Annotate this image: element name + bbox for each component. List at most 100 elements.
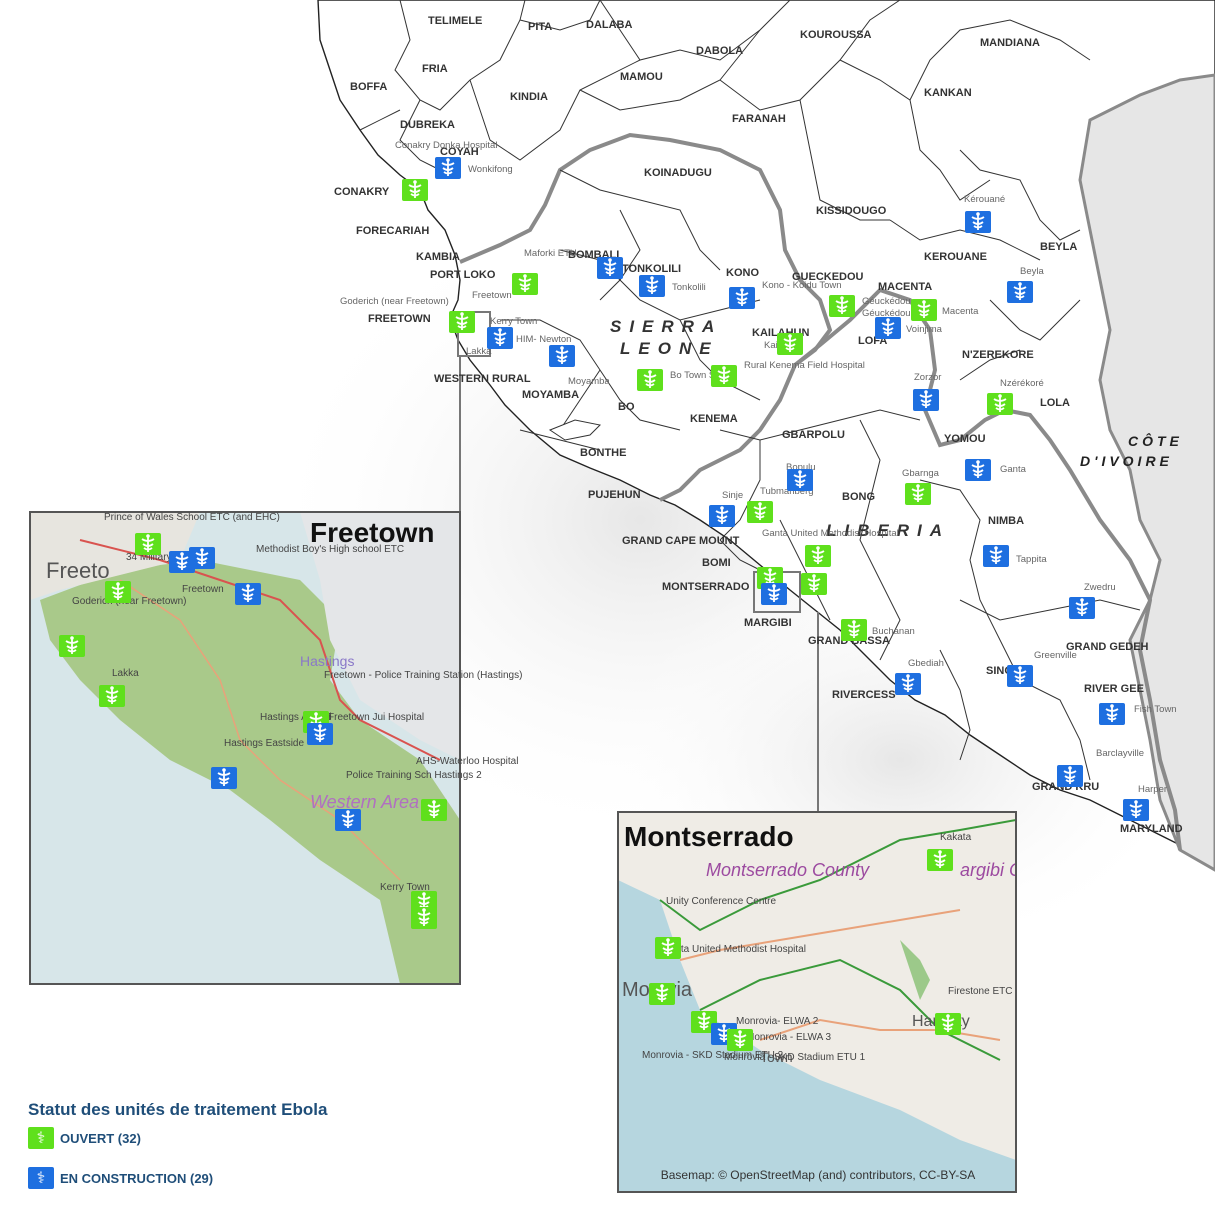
- caduceus-icon[interactable]: [1056, 764, 1084, 788]
- caduceus-icon[interactable]: [728, 286, 756, 310]
- caduceus-icon[interactable]: [760, 582, 788, 606]
- caduceus-icon[interactable]: [710, 364, 738, 388]
- region-label: YOMOU: [944, 433, 986, 445]
- legend: Statut des unités de traitement Ebola OU…: [28, 1100, 448, 1190]
- region-label: PORT LOKO: [430, 269, 496, 281]
- caduceus-icon[interactable]: [934, 1012, 962, 1036]
- site-label: Voinjima: [906, 324, 943, 335]
- region-label: GUECKEDOU: [792, 271, 864, 283]
- region-label: BOFFA: [350, 81, 387, 93]
- region-label: BONTHE: [580, 447, 626, 459]
- caduceus-icon[interactable]: [840, 618, 868, 642]
- caduceus-icon[interactable]: [1122, 798, 1150, 822]
- caduceus-icon[interactable]: [874, 316, 902, 340]
- region-label: GRAND GEDEH: [1066, 641, 1149, 653]
- caduceus-icon[interactable]: [410, 906, 438, 930]
- caduceus-icon[interactable]: [786, 468, 814, 492]
- site-label: Methodist Boy's High school ETC: [256, 544, 404, 555]
- caduceus-icon[interactable]: [1098, 702, 1126, 726]
- montserrado-inset: Montserrado County argibi C Mo ovia Har …: [617, 811, 1023, 1193]
- caduceus-icon[interactable]: [804, 544, 832, 568]
- caduceus-icon[interactable]: [306, 722, 334, 746]
- caduceus-icon[interactable]: [894, 672, 922, 696]
- region-label: KOUROUSSA: [800, 29, 872, 41]
- site-label: Hastings Eastside: [224, 738, 304, 749]
- caduceus-icon[interactable]: [548, 344, 576, 368]
- site-label: Monrovia - SKD Stadium ETU 1: [724, 1052, 866, 1063]
- caduceus-icon[interactable]: [726, 1028, 754, 1052]
- caduceus-icon[interactable]: [210, 766, 238, 790]
- caduceus-icon[interactable]: [648, 982, 676, 1006]
- region-label: GRAND CAPE MOUNT: [622, 535, 740, 547]
- svg-text:Western Area: Western Area: [310, 792, 419, 812]
- border-sierra-leone: [459, 132, 833, 502]
- caduceus-icon[interactable]: [511, 272, 539, 296]
- caduceus-icon[interactable]: [638, 274, 666, 298]
- site-label: Géuckédou: [862, 296, 911, 307]
- region-label: KONO: [726, 267, 759, 279]
- caduceus-icon[interactable]: [654, 936, 682, 960]
- site-label: Kerry Town: [380, 882, 430, 893]
- region-label: KEROUANE: [924, 251, 987, 263]
- region-label: DUBREKA: [400, 119, 455, 131]
- caduceus-icon[interactable]: [1006, 664, 1034, 688]
- caduceus-icon[interactable]: [746, 500, 774, 524]
- site-label: Tubmanberg: [760, 486, 814, 497]
- caduceus-icon[interactable]: [104, 580, 132, 604]
- region-label: KINDIA: [510, 91, 548, 103]
- caduceus-icon[interactable]: [434, 156, 462, 180]
- caduceus-icon[interactable]: [1068, 596, 1096, 620]
- caduceus-icon[interactable]: [134, 532, 162, 556]
- caduceus-icon[interactable]: [926, 848, 954, 872]
- caduceus-icon[interactable]: [910, 298, 938, 322]
- caduceus-icon[interactable]: [636, 368, 664, 392]
- region-label: CONAKRY: [334, 186, 390, 198]
- caduceus-icon[interactable]: [982, 544, 1010, 568]
- region-label: MACENTA: [878, 281, 932, 293]
- caduceus-icon: [28, 1127, 54, 1149]
- site-label: Freetown Jui Hospital: [328, 712, 424, 723]
- caduceus-icon[interactable]: [98, 684, 126, 708]
- caduceus-icon[interactable]: [986, 392, 1014, 416]
- caduceus-icon[interactable]: [401, 178, 429, 202]
- caduceus-icon[interactable]: [1006, 280, 1034, 304]
- region-label: PUJEHUN: [588, 489, 641, 501]
- site-label: Unity Conference Centre: [666, 896, 776, 907]
- caduceus-icon[interactable]: [800, 572, 828, 596]
- caduceus-icon[interactable]: [334, 808, 362, 832]
- site-label: Gbarnga: [902, 468, 940, 479]
- site-label: Zorzor: [914, 372, 941, 383]
- site-label: Conakry Donka Hospital: [395, 140, 497, 151]
- region-label: LOLA: [1040, 397, 1070, 409]
- caduceus-icon[interactable]: [420, 798, 448, 822]
- caduceus-icon[interactable]: [596, 256, 624, 280]
- region-label: KISSIDOUGO: [816, 205, 887, 217]
- caduceus-icon[interactable]: [486, 326, 514, 350]
- region-label: MANDIANA: [980, 37, 1040, 49]
- caduceus-icon[interactable]: [912, 388, 940, 412]
- caduceus-icon[interactable]: [708, 504, 736, 528]
- region-label: N'ZEREKORE: [962, 349, 1034, 361]
- caduceus-icon[interactable]: [776, 332, 804, 356]
- caduceus-icon[interactable]: [188, 546, 216, 570]
- site-label: Monrovia- ELWA 2: [736, 1016, 819, 1027]
- sherbro-bay: [548, 419, 602, 441]
- site-label: Hastings Airfield: [260, 712, 332, 723]
- caduceus-icon[interactable]: [58, 634, 86, 658]
- svg-text:Hastings: Hastings: [300, 653, 354, 669]
- caduceus-icon[interactable]: [828, 294, 856, 318]
- caduceus-icon[interactable]: [904, 482, 932, 506]
- region-label: NIMBA: [988, 515, 1024, 527]
- svg-text:argibi C: argibi C: [960, 860, 1023, 880]
- caduceus-icon[interactable]: [964, 458, 992, 482]
- site-label: Bopulu: [786, 462, 816, 473]
- region-label: MARYLAND: [1120, 823, 1183, 835]
- caduceus-icon[interactable]: [448, 310, 476, 334]
- site-label: Freetown: [472, 290, 512, 301]
- site-label: Fish Town: [1134, 704, 1177, 715]
- caduceus-icon[interactable]: [234, 582, 262, 606]
- caduceus-icon[interactable]: [964, 210, 992, 234]
- region-label: TONKOLILI: [622, 263, 681, 275]
- site-label: Goderich (near Freetown): [340, 296, 449, 307]
